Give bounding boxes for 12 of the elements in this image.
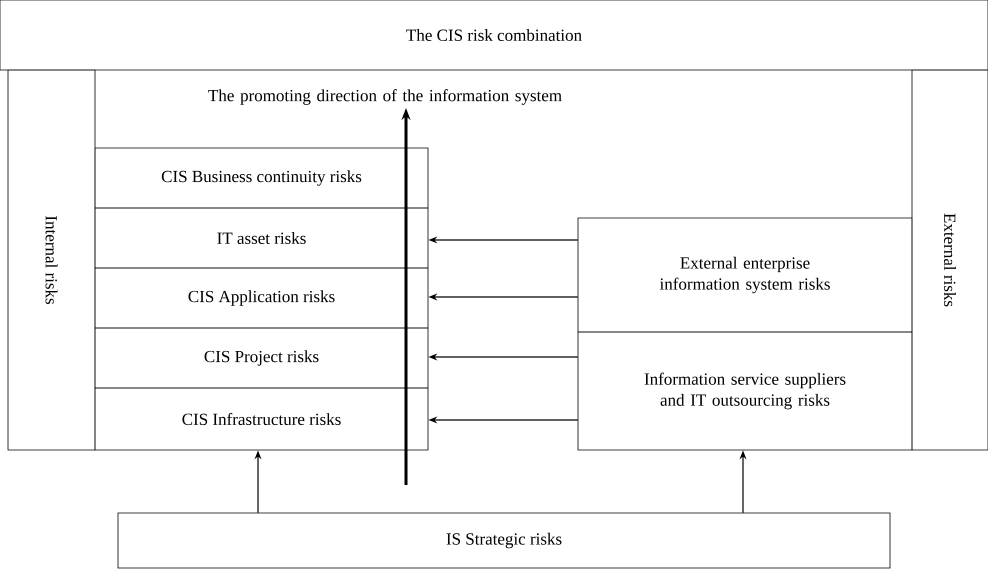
risk-box: The CIS risk combination	[0, 0, 988, 70]
risk-box: External risks	[912, 70, 988, 450]
risk-box: CIS Project risks	[94, 328, 428, 388]
risk-box: Information service suppliers and IT outsourcing risks	[578, 332, 912, 450]
direction-label: The promoting direction of the information system	[208, 89, 562, 105]
risk-box: CIS Business continuity risks	[94, 148, 428, 208]
risk-box: CIS Application risks	[94, 268, 428, 328]
risk-box: Internal risks	[8, 70, 96, 450]
risk-box: IS Strategic risks	[118, 512, 890, 568]
risk-box: CIS Infrastructure risks	[94, 388, 428, 450]
risk-box: IT asset risks	[94, 208, 428, 268]
risk-box: External enterprise information system risks	[578, 218, 912, 332]
